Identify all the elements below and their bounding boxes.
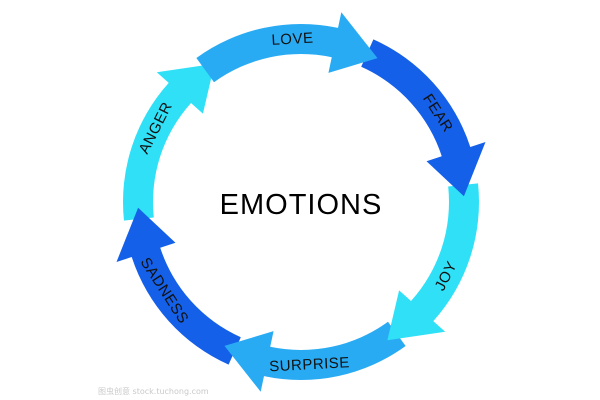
cycle-arrows [116, 12, 486, 392]
arrow-anger [123, 63, 215, 221]
label-surprise: SURPRISE [269, 354, 350, 375]
watermark: 图虫创意 stock.tuchong.com [98, 387, 209, 396]
arrow-joy [387, 183, 479, 341]
diagram-title: EMOTIONS [220, 189, 383, 221]
arrow-fear [361, 39, 486, 197]
arrow-sadness [116, 207, 241, 365]
label-love: LOVE [271, 30, 314, 49]
arrow-love [196, 12, 378, 83]
arrow-surprise [224, 321, 406, 392]
